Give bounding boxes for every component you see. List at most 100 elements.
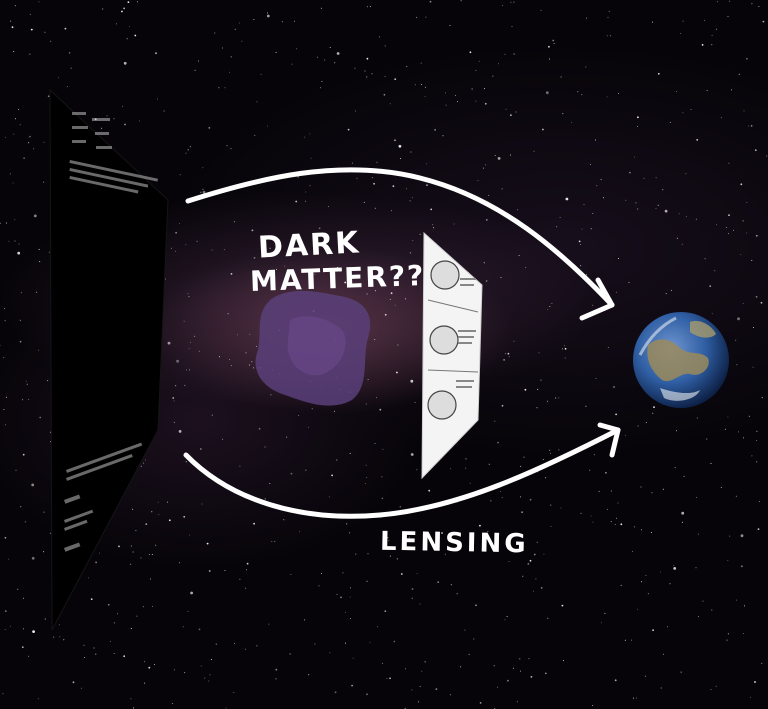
star	[660, 687, 662, 689]
star	[145, 523, 148, 525]
star	[308, 674, 310, 676]
star	[21, 646, 24, 649]
star	[314, 643, 316, 645]
star	[336, 52, 340, 55]
star	[12, 182, 14, 184]
star	[130, 545, 132, 547]
star	[25, 380, 27, 382]
star	[389, 677, 391, 680]
star	[211, 249, 213, 251]
star	[154, 663, 155, 665]
star	[520, 496, 522, 498]
star	[352, 657, 354, 659]
star	[563, 660, 564, 662]
star	[756, 461, 758, 463]
star	[295, 200, 298, 203]
star	[727, 633, 729, 635]
star	[757, 528, 760, 530]
dark-matter-blob	[255, 290, 371, 406]
star	[28, 142, 30, 144]
star	[49, 532, 51, 534]
star	[652, 21, 653, 23]
star	[416, 16, 418, 18]
star	[237, 334, 238, 336]
star	[5, 396, 7, 398]
star	[418, 701, 420, 703]
star	[460, 0, 462, 2]
star	[397, 344, 399, 346]
star	[245, 648, 246, 650]
star	[20, 506, 22, 508]
star	[536, 541, 538, 543]
star	[479, 524, 481, 527]
star	[185, 369, 187, 371]
star	[590, 164, 591, 166]
star	[148, 554, 150, 556]
star	[115, 23, 117, 25]
star	[469, 51, 472, 54]
star	[367, 379, 369, 380]
star	[176, 359, 180, 363]
star	[513, 53, 515, 55]
star	[429, 0, 432, 3]
star	[635, 202, 637, 204]
star	[337, 266, 339, 268]
star	[665, 293, 667, 295]
star	[596, 185, 598, 187]
star	[144, 682, 146, 684]
star	[9, 625, 11, 627]
star	[264, 446, 266, 448]
star	[743, 110, 745, 112]
star	[473, 638, 475, 640]
star	[544, 672, 547, 675]
star	[329, 652, 331, 654]
star	[411, 267, 413, 269]
star	[456, 593, 458, 595]
star	[200, 191, 202, 193]
star	[424, 661, 426, 663]
star	[536, 407, 538, 409]
star	[499, 491, 501, 492]
star	[637, 126, 639, 127]
star	[31, 483, 35, 487]
star	[549, 306, 551, 307]
star	[50, 40, 52, 42]
star	[87, 577, 89, 579]
star	[374, 443, 376, 444]
star	[30, 28, 33, 31]
star	[22, 399, 24, 401]
star	[80, 687, 82, 689]
star	[366, 476, 368, 478]
star	[711, 35, 713, 36]
star	[68, 52, 71, 54]
star	[399, 506, 401, 508]
star	[735, 495, 737, 497]
star	[234, 643, 236, 644]
star	[9, 173, 11, 175]
star	[592, 213, 594, 214]
star	[38, 1, 40, 3]
star	[673, 564, 675, 566]
star	[697, 533, 699, 535]
star	[102, 8, 104, 10]
star	[136, 615, 138, 617]
star	[406, 188, 407, 190]
star	[558, 449, 560, 451]
star	[428, 489, 431, 492]
lensing-label: LENSING	[379, 526, 529, 560]
star	[300, 246, 302, 248]
star	[63, 639, 65, 641]
star	[581, 94, 583, 96]
star	[352, 162, 353, 164]
star	[66, 86, 68, 88]
star	[175, 385, 177, 387]
star	[556, 226, 558, 228]
star	[424, 86, 426, 88]
star	[547, 617, 549, 619]
star	[321, 81, 323, 82]
star	[426, 184, 428, 187]
star	[445, 104, 447, 106]
star	[410, 379, 414, 383]
